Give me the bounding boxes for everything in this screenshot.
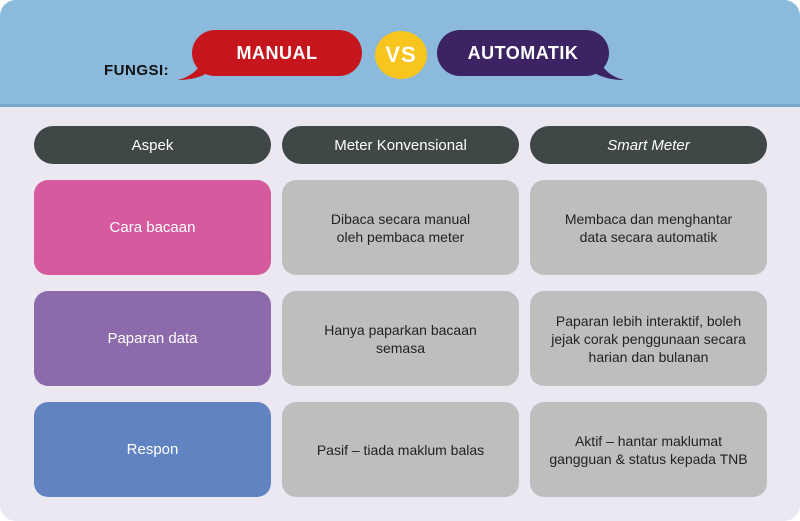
column-header-label: Aspek: [131, 136, 174, 154]
aspect-label: Cara bacaan: [109, 218, 196, 236]
column-header-label: Smart Meter: [607, 136, 690, 154]
fungsi-label: FUNGSI:: [104, 62, 170, 79]
header-divider: [0, 104, 800, 107]
column-header-smart-meter: Smart Meter: [530, 126, 767, 164]
manual-badge-label: MANUAL: [236, 42, 318, 63]
aspect-cell-cara-bacaan: Cara bacaan: [34, 180, 271, 275]
column-header-label: Meter Konvensional: [334, 136, 467, 154]
column-header-aspek: Aspek: [34, 126, 271, 164]
automatik-badge: AUTOMATIK: [437, 30, 609, 76]
aspect-label: Respon: [126, 440, 179, 458]
cell-text: Pasif – tiada maklum balas: [316, 441, 485, 458]
column-header-meter-konvensional: Meter Konvensional: [282, 126, 519, 164]
vs-badge: VS: [375, 31, 427, 79]
aspect-cell-respon: Respon: [34, 402, 271, 497]
conventional-cell-respon: Pasif – tiada maklum balas: [282, 402, 519, 497]
vs-label: VS: [385, 42, 417, 67]
aspect-cell-paparan-data: Paparan data: [34, 291, 271, 386]
aspect-label: Paparan data: [107, 329, 198, 347]
automatik-badge-label: AUTOMATIK: [467, 42, 579, 63]
manual-badge: MANUAL: [192, 30, 362, 76]
